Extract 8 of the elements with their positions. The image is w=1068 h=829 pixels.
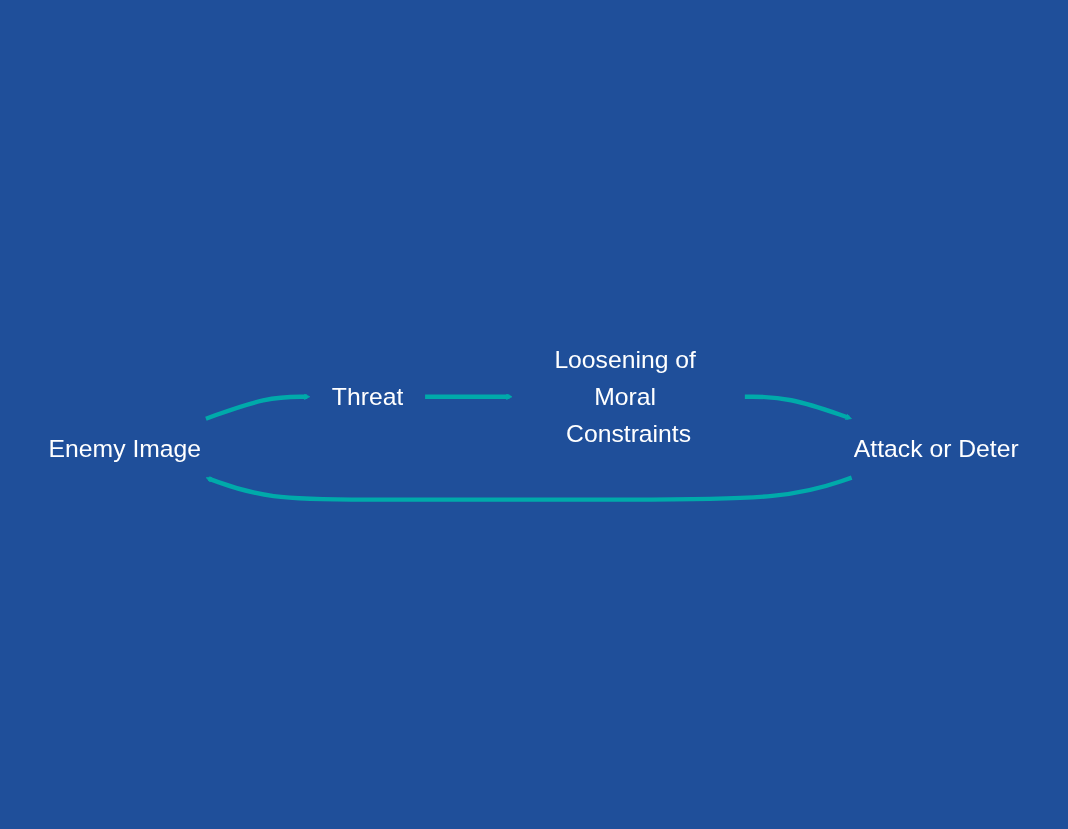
arrow	[745, 394, 853, 420]
node-text: Loosening of Moral Constraints	[554, 345, 697, 447]
arrow	[205, 393, 311, 421]
arrow	[206, 475, 853, 502]
node-text: Threat	[332, 382, 404, 410]
arrow	[425, 393, 513, 400]
node-text: Enemy Image	[48, 433, 202, 462]
node-text: Attack or Deter	[854, 433, 1020, 462]
